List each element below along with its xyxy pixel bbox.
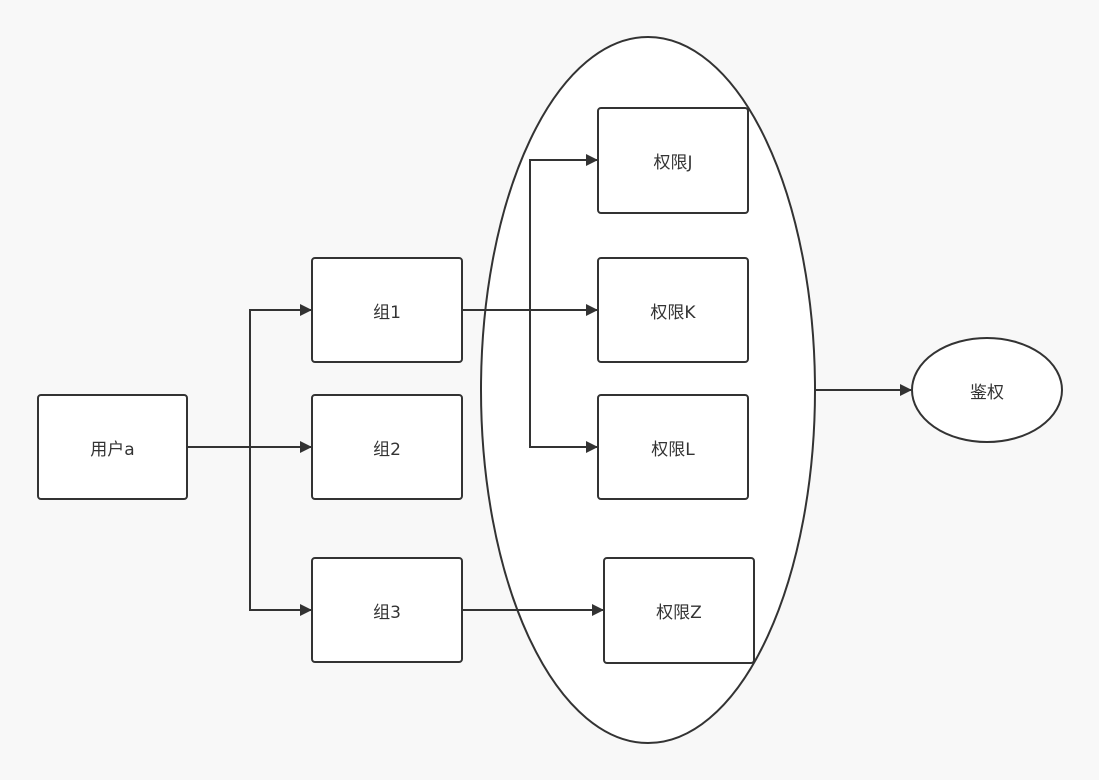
- auth-ellipse: [911, 337, 1063, 443]
- perm-j-box: 权限J: [597, 107, 749, 214]
- group1-perm-edges: [463, 154, 598, 453]
- group1-box: 组1: [311, 257, 463, 363]
- auth-node: 鉴权: [912, 338, 1062, 442]
- group3-label: 组3: [373, 602, 401, 623]
- user-group-edges: [188, 304, 312, 616]
- auth-label: 鉴权: [970, 382, 1004, 403]
- perm-l-box: 权限L: [597, 394, 749, 500]
- perm-k-label: 权限K: [650, 302, 696, 323]
- perm-z-box: 权限Z: [603, 557, 755, 664]
- user-a-label: 用户a: [90, 439, 135, 460]
- perm-j-label: 权限J: [653, 153, 693, 173]
- perm-z-label: 权限Z: [656, 603, 702, 623]
- perm-l-label: 权限L: [651, 439, 695, 460]
- edge-user-group3: [249, 447, 312, 616]
- user-a-box: 用户a: [37, 394, 188, 500]
- edge-group1-permL: [529, 310, 598, 453]
- edge-group1-permJ: [529, 154, 598, 310]
- perm-k-box: 权限K: [597, 257, 749, 363]
- group3-box: 组3: [311, 557, 463, 663]
- group1-label: 组1: [373, 302, 401, 323]
- edge-user-group1: [249, 304, 312, 447]
- group2-label: 组2: [373, 439, 401, 460]
- group2-box: 组2: [311, 394, 463, 500]
